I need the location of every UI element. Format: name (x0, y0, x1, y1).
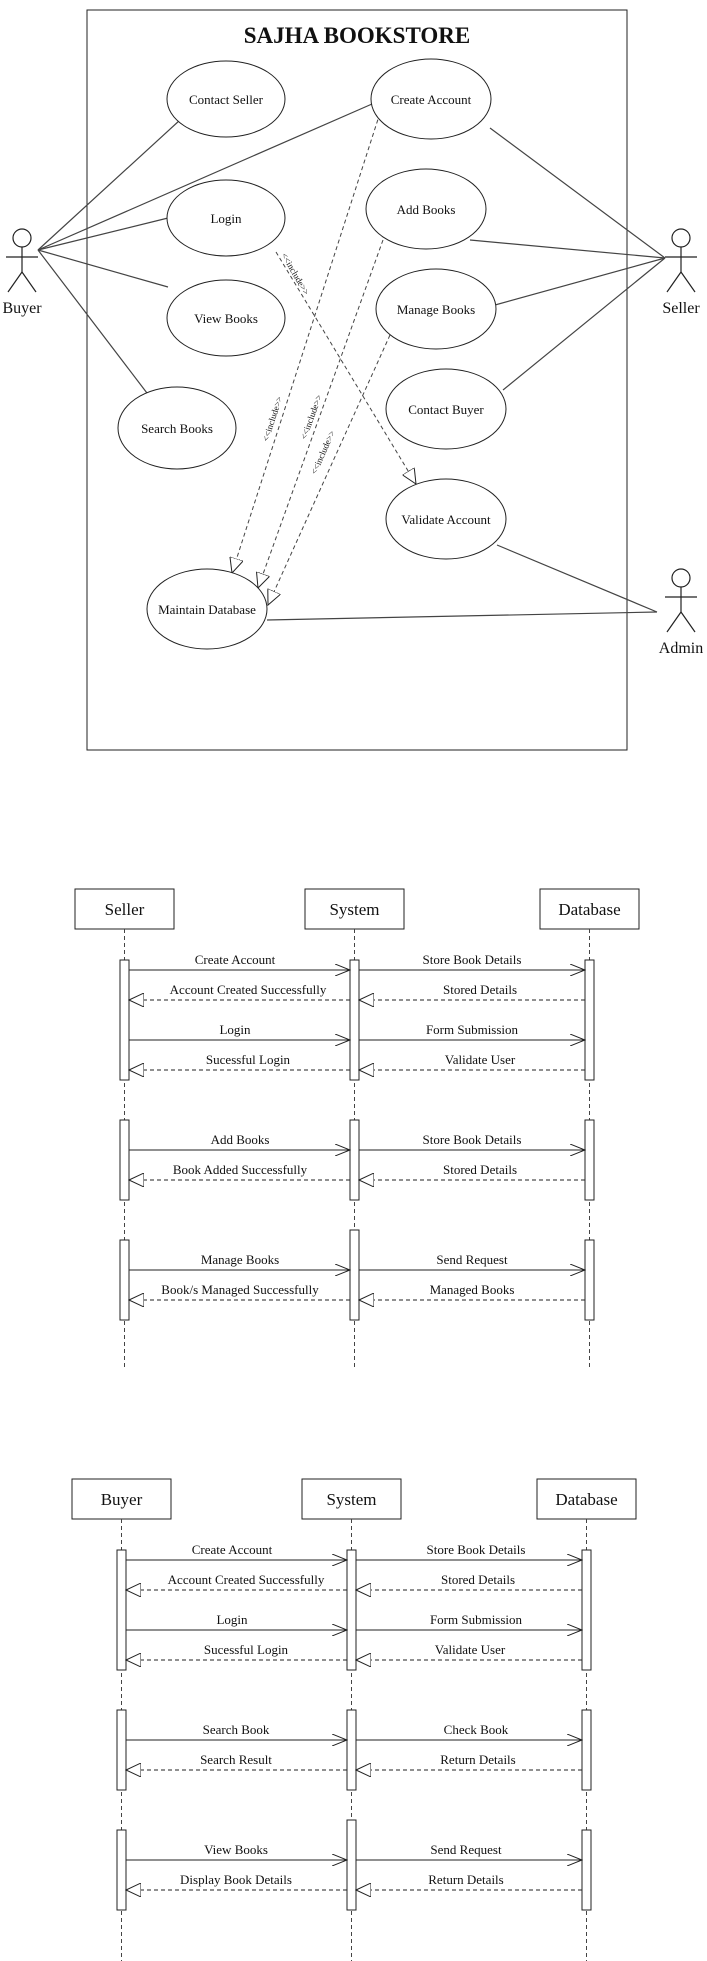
use-cases (117, 58, 507, 650)
message-label: Search Result (200, 1752, 272, 1767)
label-maintain-database: Maintain Database (158, 602, 256, 617)
label-create-account: Create Account (391, 92, 472, 107)
lifeline-head-database[interactable] (536, 1478, 637, 1520)
system-boundary (86, 9, 628, 751)
message-label: Stored Details (441, 1572, 515, 1587)
message-label: Validate User (445, 1052, 516, 1067)
message-label: Send Request (430, 1842, 502, 1857)
message-label: Check Book (444, 1722, 509, 1737)
system-title: SAJHA BOOKSTORE (244, 23, 470, 48)
include-label: <<include>> (279, 251, 311, 297)
label-login: Login (210, 211, 242, 226)
use-case-manage-books[interactable] (375, 268, 497, 350)
lifeline-label-buyer: Buyer (101, 1490, 143, 1509)
message-label: Create Account (192, 1542, 273, 1557)
message-label: Add Books (211, 1132, 270, 1147)
message-label: Stored Details (443, 1162, 517, 1177)
sequence-diagram-seller: Seller System Database (74, 888, 640, 1370)
use-case-labels: Contact Seller Login View Books Search B… (141, 92, 491, 617)
lifeline-label-system: System (329, 900, 379, 919)
actor-seller[interactable] (665, 228, 697, 293)
message-label: Account Created Successfully (168, 1572, 325, 1587)
label-add-books: Add Books (397, 202, 456, 217)
label-contact-buyer: Contact Buyer (408, 402, 484, 417)
include-dependencies (232, 112, 416, 605)
use-case-view-books[interactable] (166, 279, 286, 357)
message-label: Book/s Managed Successfully (161, 1282, 319, 1297)
message-label: Form Submission (426, 1022, 519, 1037)
message-label: Login (219, 1022, 251, 1037)
use-case-maintain-database[interactable] (146, 568, 268, 650)
message-labels: Create Account Store Book Details Accoun… (161, 952, 521, 1297)
message-label: Login (216, 1612, 248, 1627)
message-label: Send Request (436, 1252, 508, 1267)
use-case-contact-buyer[interactable] (385, 368, 507, 450)
message-label: Sucessful Login (206, 1052, 291, 1067)
include-label: <<include>> (298, 393, 323, 440)
message-label: Store Book Details (427, 1542, 526, 1557)
activation-bars (116, 1549, 592, 1911)
message-label: View Books (204, 1842, 268, 1857)
message-label: Manage Books (201, 1252, 279, 1267)
message-label: Form Submission (430, 1612, 523, 1627)
messages-return (126, 1590, 582, 1890)
messages-return (129, 1000, 585, 1300)
lifeline-heads (74, 888, 640, 930)
actor-buyer[interactable] (6, 228, 38, 293)
label-validate-account: Validate Account (401, 512, 491, 527)
include-labels: <<include>> <<include>> <<include>> <<in… (260, 251, 336, 476)
association-lines (37, 103, 666, 621)
lifeline-head-system[interactable] (301, 1478, 402, 1520)
message-label: Managed Books (430, 1282, 515, 1297)
actor-seller-label: Seller (662, 300, 700, 317)
lifeline-label-seller: Seller (105, 900, 145, 919)
label-search-books: Search Books (141, 421, 213, 436)
lifeline-head-buyer[interactable] (71, 1478, 172, 1520)
activation-bars (119, 959, 595, 1321)
include-label: <<include>> (260, 395, 284, 443)
messages-solid (126, 1560, 582, 1860)
lifeline-head-database[interactable] (539, 888, 640, 930)
message-label: Sucessful Login (204, 1642, 289, 1657)
include-label: <<include>> (309, 429, 337, 476)
message-label: Return Details (440, 1752, 515, 1767)
lifeline-label-database: Database (558, 900, 620, 919)
message-label: Validate User (435, 1642, 506, 1657)
lifeline-label-system: System (326, 1490, 376, 1509)
use-case-add-books[interactable] (365, 168, 487, 250)
use-case-validate-account[interactable] (385, 478, 507, 560)
label-contact-seller: Contact Seller (189, 92, 264, 107)
messages-solid (129, 970, 585, 1270)
message-label: Book Added Successfully (173, 1162, 308, 1177)
label-view-books: View Books (194, 311, 258, 326)
message-label: Search Book (203, 1722, 270, 1737)
use-case-contact-seller[interactable] (166, 60, 286, 138)
sequence-diagram-buyer: Buyer System Database (71, 1478, 637, 1961)
use-case-diagram: SAJHA BOOKSTORE <<include>> <<include>> (2, 9, 703, 751)
use-case-search-books[interactable] (117, 386, 237, 470)
message-labels: Create Account Store Book Details Accoun… (168, 1542, 526, 1887)
message-label: Display Book Details (180, 1872, 292, 1887)
message-label: Store Book Details (423, 952, 522, 967)
actor-admin[interactable] (665, 568, 697, 633)
message-label: Create Account (195, 952, 276, 967)
message-label: Stored Details (443, 982, 517, 997)
actor-buyer-label: Buyer (2, 300, 42, 317)
label-manage-books: Manage Books (397, 302, 475, 317)
use-case-login[interactable] (166, 179, 286, 257)
lifeline-heads (71, 1478, 637, 1520)
message-label: Store Book Details (423, 1132, 522, 1147)
actor-admin-label: Admin (659, 640, 703, 657)
lifeline-head-seller[interactable] (74, 888, 175, 930)
lifeline-label-database: Database (555, 1490, 617, 1509)
use-case-create-account[interactable] (370, 58, 492, 140)
message-label: Return Details (428, 1872, 503, 1887)
message-label: Account Created Successfully (170, 982, 327, 997)
lifeline-head-system[interactable] (304, 888, 405, 930)
